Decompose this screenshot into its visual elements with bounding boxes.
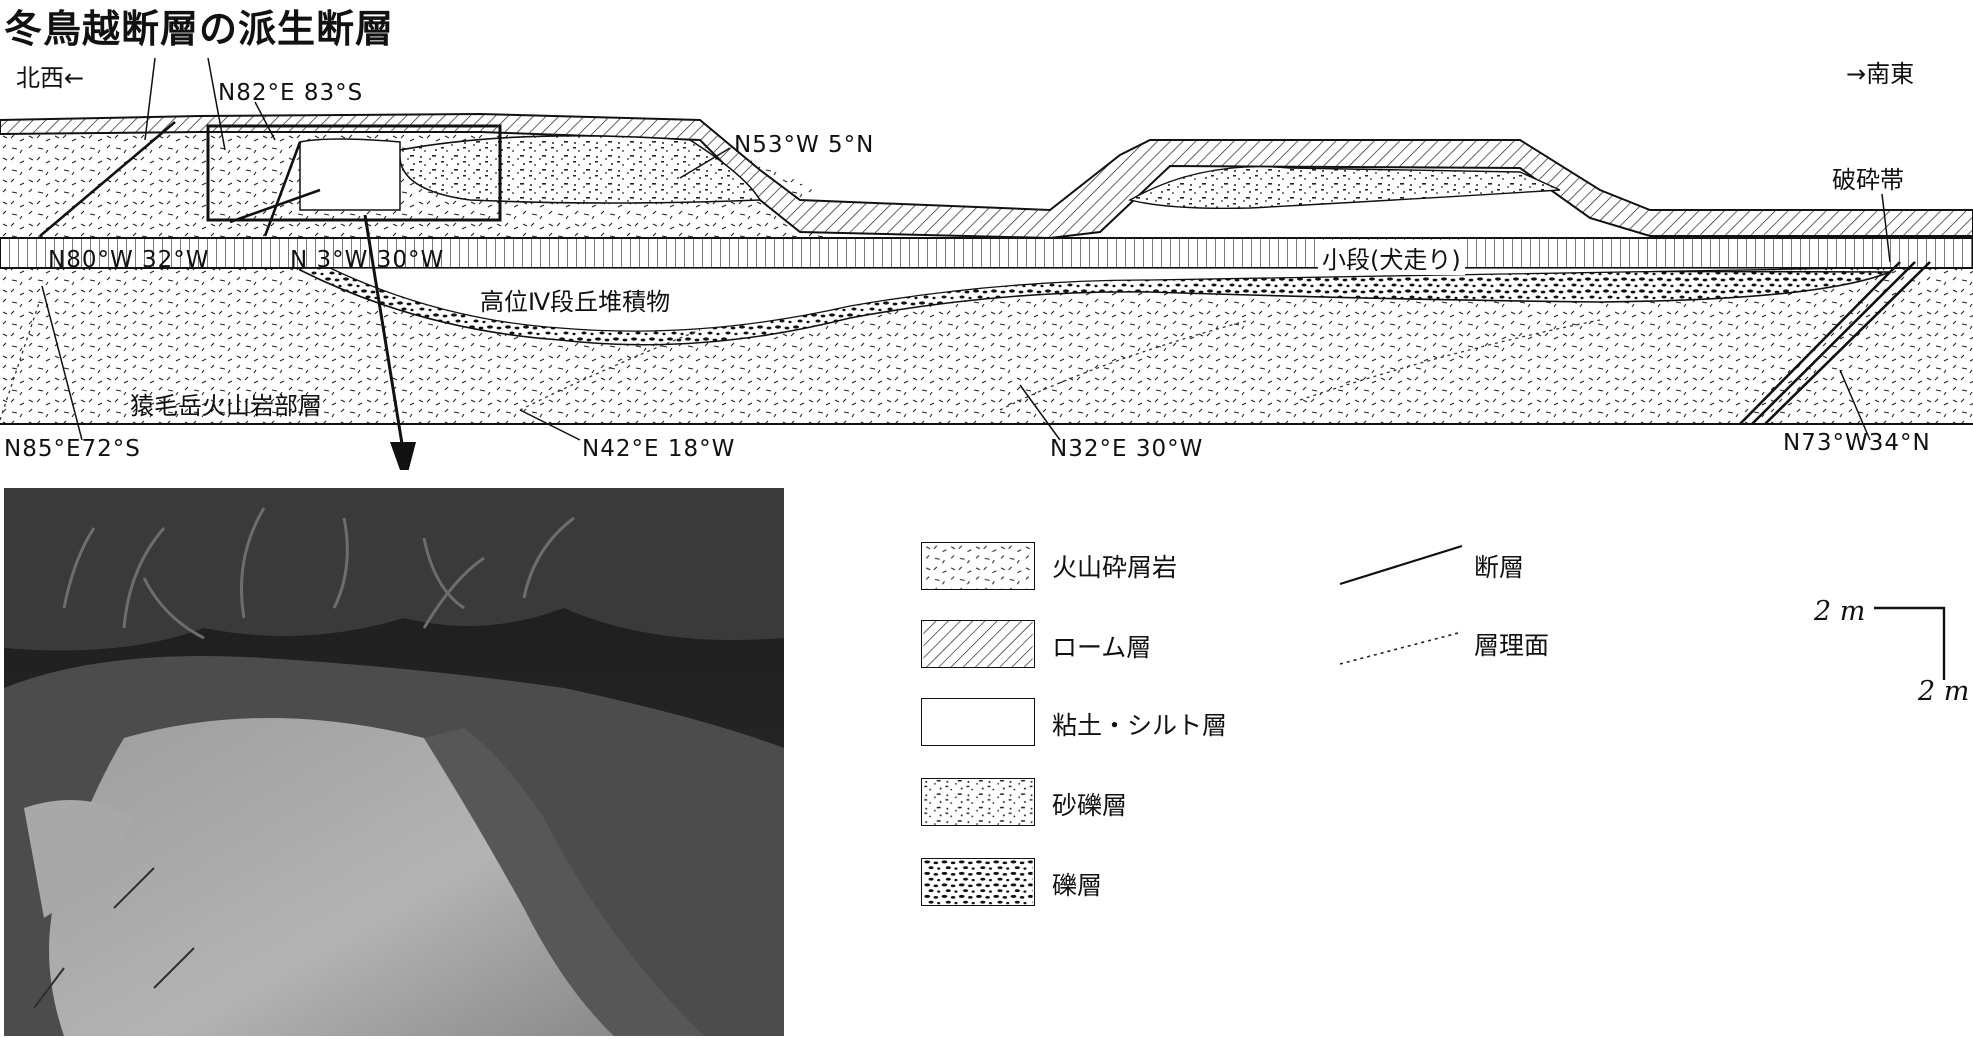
- scale-horizontal-label: 2 m: [1814, 596, 1866, 627]
- legend-label-sand-gravel: 砂礫層: [1052, 791, 1128, 820]
- cross-section-diagram: [0, 57, 1973, 470]
- legend-label-volcaniclastic: 火山砕屑岩: [1052, 553, 1178, 582]
- legend-label-bedding: 層理面: [1474, 631, 1550, 660]
- legend-swatch-sand-gravel: [921, 778, 1035, 826]
- diagram-title: 冬鳥越断層の派生断層: [4, 7, 395, 51]
- sand-gravel-right: [1128, 165, 1561, 210]
- sand-gravel-upper: [398, 134, 762, 204]
- legend-label-loam: ローム層: [1052, 633, 1152, 662]
- outcrop-photo: [4, 488, 784, 1036]
- scale-bar: [1874, 606, 1946, 680]
- legend-fault-line: [1339, 544, 1463, 586]
- legend-label-gravel: 礫層: [1052, 871, 1103, 900]
- photo-vegetation: [4, 488, 784, 651]
- legend-swatch-gravel: [921, 858, 1035, 906]
- attitude-n53w5n: N53°W 5°N: [734, 132, 875, 158]
- direction-northwest: 北西←: [16, 64, 85, 92]
- attitude-n73w34n: N73°W34°N: [1783, 430, 1931, 456]
- scale-vertical-label: 2 m: [1918, 676, 1970, 707]
- attitude-n80w32w: N80°W 32°W: [48, 247, 210, 273]
- legend-swatch-clay-silt: [921, 698, 1035, 746]
- direction-southeast: →南東: [1846, 60, 1915, 88]
- legend-swatch-loam: [921, 620, 1035, 668]
- attitude-n3w30w: N 3°W 30°W: [290, 247, 445, 273]
- label-volcanic-member: 猿毛岳火山岩部層: [130, 392, 322, 420]
- outcrop-box: [206, 124, 502, 222]
- photo-cut-slope: [49, 718, 614, 1036]
- attitude-n32e30w: N32°E 30°W: [1050, 436, 1204, 462]
- bedding-lines: [0, 299, 1601, 421]
- leader-lines: [41, 57, 1891, 441]
- photo-arrow-head: [390, 442, 416, 470]
- attitude-n82e83s: N82°E 83°S: [218, 80, 364, 106]
- label-fracture-zone: 破砕帯: [1832, 166, 1904, 194]
- label-small-bench: 小段(犬走り): [1318, 240, 1465, 275]
- photo-arrow-shaft: [363, 214, 405, 451]
- legend-label-fault: 断層: [1474, 553, 1525, 582]
- terrace-gravel-inner: [329, 267, 1861, 332]
- legend-bedding-line: [1339, 631, 1463, 665]
- legend-label-clay-silt: 粘土・シルト層: [1052, 711, 1228, 740]
- label-terrace-deposit: 高位Ⅳ段丘堆積物: [480, 288, 671, 316]
- clay-silt-block: [299, 138, 401, 211]
- attitude-n85e72s: N85°E72°S: [4, 436, 141, 462]
- legend-swatch-volcaniclastic: [921, 542, 1035, 590]
- attitude-n42e18w: N42°E 18°W: [582, 436, 736, 462]
